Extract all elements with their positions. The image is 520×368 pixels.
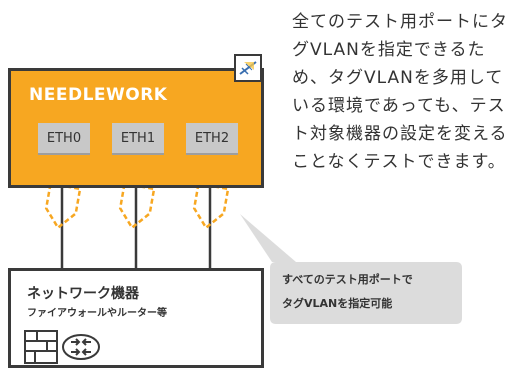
description-text: 全てのテスト用ポートにタグVLANを指定できるため、タグVLANを多用している環… (292, 12, 508, 172)
callout-pointer (240, 214, 296, 262)
callout-text: すべてのテスト用ポートで タグVLANを指定可能 (282, 268, 452, 316)
port-eth0: ETH0 (38, 123, 90, 155)
callout-line-1: すべてのテスト用ポートで (282, 273, 413, 286)
device-subtitle: ファイアウォールやルーター等 (27, 308, 167, 319)
device-icons (24, 330, 100, 364)
needlework-appliance: NEEDLEWORK ETH0 ETH1 ETH2 (8, 68, 264, 188)
port-eth2: ETH2 (186, 123, 238, 155)
needlework-title: NEEDLEWORK (29, 85, 168, 105)
firewall-brick-icon (24, 330, 58, 364)
needlework-logo-icon (234, 54, 262, 82)
vlan-tag-icon (192, 182, 230, 230)
callout-line-2: タグVLANを指定可能 (282, 297, 393, 310)
vlan-tag-icon (118, 182, 156, 230)
router-icon (62, 334, 100, 360)
device-title: ネットワーク機器 (27, 286, 139, 302)
vlan-tag-icon (44, 182, 82, 230)
network-device: ネットワーク機器 ファイアウォールやルーター等 (8, 268, 264, 368)
diagram-graphics (44, 152, 462, 324)
port-eth1: ETH1 (112, 123, 164, 155)
callout-bubble (270, 262, 462, 324)
